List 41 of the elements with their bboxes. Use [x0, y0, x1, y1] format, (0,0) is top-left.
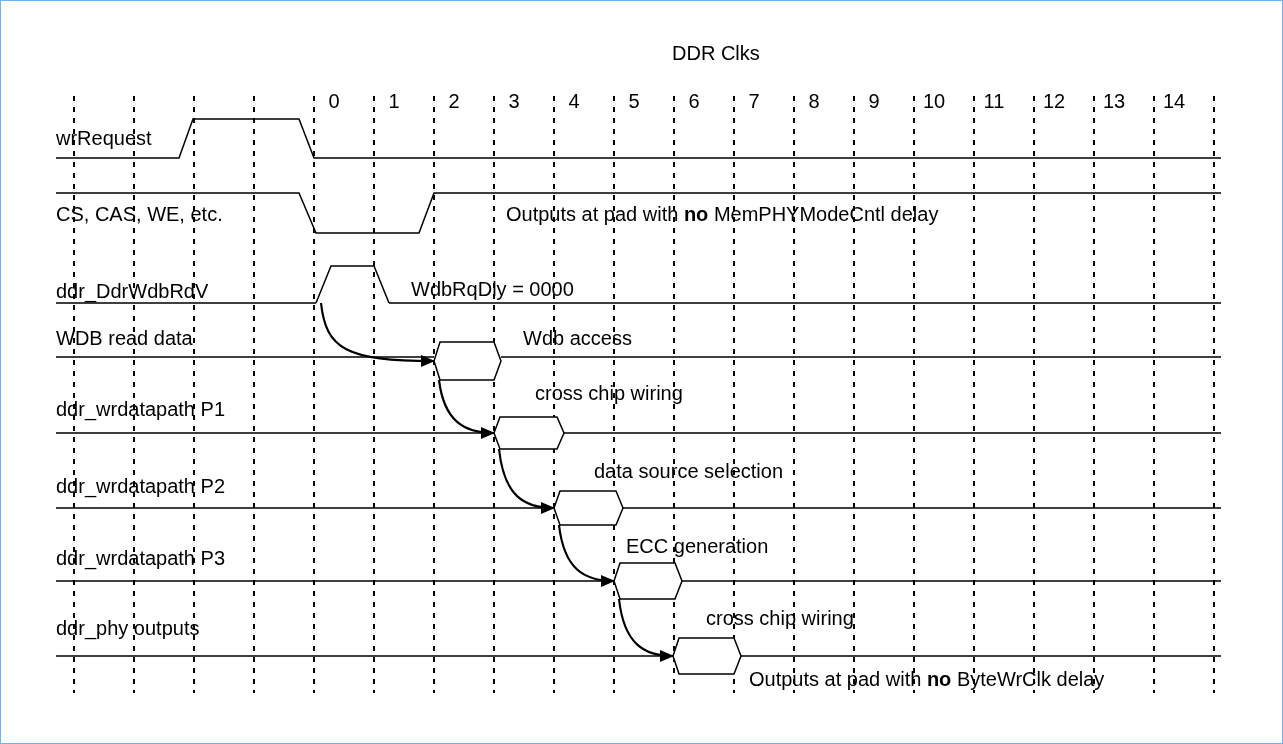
annotation: Outputs at pad with no MemPHYModeCntl delay: [506, 202, 939, 226]
annotation: cross chip wiring: [706, 606, 854, 630]
data-window: [434, 342, 501, 380]
annotation: Wdb access: [523, 326, 632, 350]
clock-number: 3: [508, 89, 520, 113]
signal-name: ddr_wrdatapath P1: [56, 397, 225, 421]
annotation: Outputs at pad with no ByteWrClk delay: [749, 667, 1105, 691]
clock-number: 8: [808, 89, 820, 113]
data-window: [614, 563, 682, 599]
clock-number: 11: [983, 89, 1005, 113]
arrow: [617, 598, 674, 662]
clock-number: 2: [448, 89, 460, 113]
pulse-waveform: [316, 266, 389, 303]
signal-name: ddr_wrdatapath P2: [56, 474, 225, 498]
signal-name: wrRequest: [56, 126, 152, 150]
clock-number: 13: [1103, 89, 1126, 113]
clock-number: 12: [1043, 89, 1066, 113]
signal-name: ddr_DdrWdbRdV: [56, 279, 209, 303]
signal-name: ddr_phy outputs: [56, 616, 200, 640]
data-window: [673, 638, 741, 674]
data-window: [554, 491, 623, 525]
arrow: [437, 379, 495, 439]
signal-name: WDB read data: [56, 326, 193, 350]
clock-number: 10: [923, 89, 946, 113]
clock-number: 0: [328, 89, 340, 113]
clock-number: 14: [1163, 89, 1186, 113]
clock-number: 1: [388, 89, 400, 113]
annotation: cross chip wiring: [535, 381, 683, 405]
arrow: [557, 524, 615, 587]
clock-number: 9: [868, 89, 880, 113]
clock-number: 7: [748, 89, 760, 113]
annotation: ECC generation: [626, 534, 769, 558]
axis-title: DDR Clks: [672, 41, 760, 65]
signal-name: ddr_wrdatapath P3: [56, 546, 225, 570]
data-window: [494, 417, 564, 449]
arrow: [319, 302, 435, 367]
clock-number: 6: [688, 89, 700, 113]
annotation: WdbRqDly = 0000: [411, 277, 574, 301]
arrow: [497, 448, 555, 514]
clock-number: 4: [568, 89, 580, 113]
clock-number: 5: [628, 89, 640, 113]
